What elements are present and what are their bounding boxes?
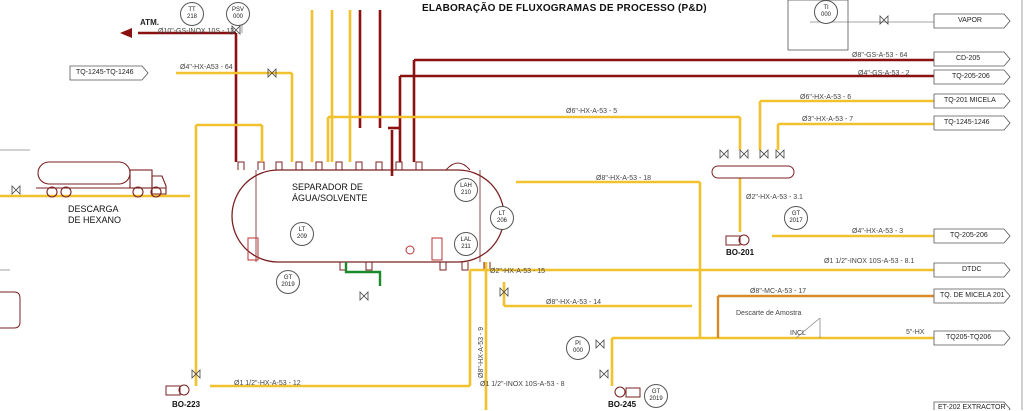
line-label-gs-2: Ø4"-GS-A-53 - 2 bbox=[858, 70, 910, 77]
atm-arrow-icon bbox=[120, 28, 132, 38]
tag-tq205-tq206[interactable]: TQ205-TQ206 bbox=[946, 334, 992, 341]
miscella-line bbox=[716, 294, 934, 338]
drain-line bbox=[344, 262, 382, 286]
gas-lines bbox=[138, 10, 934, 176]
tag-tq201-micela[interactable]: TQ-201 MICELA bbox=[944, 97, 996, 104]
line-label-gs-inox: Ø10"-GS-INOX 10S - 13 bbox=[158, 28, 235, 35]
pump-symbols[interactable] bbox=[165, 234, 750, 398]
line-label-inox-8-1: Ø1 1/2"-INOX 10S-A-53 - 8.1 bbox=[824, 258, 915, 265]
tag-tq205-206[interactable]: TQ-205-206 bbox=[952, 73, 990, 80]
atm-label: ATM. bbox=[140, 18, 159, 27]
incl-label: INCL bbox=[790, 330, 806, 337]
tag-dtdc[interactable]: DTDC bbox=[962, 266, 982, 273]
page-title: ELABORAÇÃO DE FLUXOGRAMAS DE PROCESSO (P… bbox=[422, 3, 707, 14]
line-label-inox-8: Ø1 1/2"-INOX 10S-A-53 - 8 bbox=[480, 381, 565, 388]
pump-label-bo-245: BO-245 bbox=[608, 400, 637, 409]
line-label-hx-9: Ø8"-HX-A-53 - 9 bbox=[478, 326, 485, 378]
tag-vapor[interactable]: VAPOR bbox=[958, 17, 982, 24]
tag-tq1245-right[interactable]: TQ-1245-1246 bbox=[944, 119, 990, 126]
line-label-hx-7: Ø3"-HX-A-53 - 7 bbox=[802, 116, 854, 123]
tanker-truck-icon bbox=[36, 161, 167, 198]
tag-tq1245-left[interactable]: TQ-1245-TQ-1246 bbox=[76, 69, 134, 76]
line-label-mc-17: Ø8"-MC-A-53 - 17 bbox=[750, 288, 807, 295]
line-label-hx-15: Ø2"-HX-A-53 - 15 bbox=[490, 268, 546, 275]
tag-cd205[interactable]: CD-205 bbox=[956, 55, 981, 62]
manifold[interactable] bbox=[711, 165, 795, 179]
separator-vessel[interactable] bbox=[231, 161, 505, 271]
line-label-gs-64: Ø8"-GS-A-53 - 64 bbox=[852, 52, 908, 59]
pump-label-bo-223: BO-223 bbox=[172, 400, 201, 409]
hexane-lines bbox=[0, 10, 934, 410]
truck-label: DESCARGA DE HEXANO bbox=[68, 204, 122, 225]
line-label-hx-12: Ø1 1/2"-HX-A-53 - 12 bbox=[234, 380, 301, 387]
line-label-hx-5: Ø6"-HX-A-53 - 5 bbox=[566, 108, 618, 115]
line-label-hx-18: Ø8"-HX-A-53 - 18 bbox=[596, 175, 652, 182]
line-label-hx-6: Ø6"-HX-A-53 - 6 bbox=[800, 94, 852, 101]
tag-tq-micela-201[interactable]: TQ. DE MICELA 201 bbox=[940, 292, 1005, 299]
vessel-label: SEPARADOR DE ÁGUA/SOLVENTE bbox=[292, 182, 368, 203]
pump-label-bo-201: BO-201 bbox=[726, 248, 755, 257]
left-tank-icon bbox=[0, 291, 21, 329]
line-label-hx-3-1: Ø2"-HX-A-53 - 3.1 bbox=[746, 194, 803, 201]
tag-extractor[interactable]: ET-202 EXTRACTOR bbox=[938, 404, 1006, 411]
tag-boxes bbox=[69, 13, 1011, 410]
hx-5-label: 5"-HX bbox=[906, 329, 925, 336]
tag-tq205-206b[interactable]: TQ-205-206 bbox=[950, 232, 988, 239]
descarte-label: Descarte de Amostra bbox=[736, 310, 802, 317]
line-label-hx-64: Ø4"-HX-A53 - 64 bbox=[180, 64, 233, 71]
valves[interactable] bbox=[11, 15, 889, 379]
line-label-hx-3: Ø4"-HX-A-53 - 3 bbox=[852, 228, 904, 235]
vapor-box bbox=[787, 0, 849, 51]
line-label-hx-14: Ø8"-HX-A-53 - 14 bbox=[546, 299, 602, 306]
